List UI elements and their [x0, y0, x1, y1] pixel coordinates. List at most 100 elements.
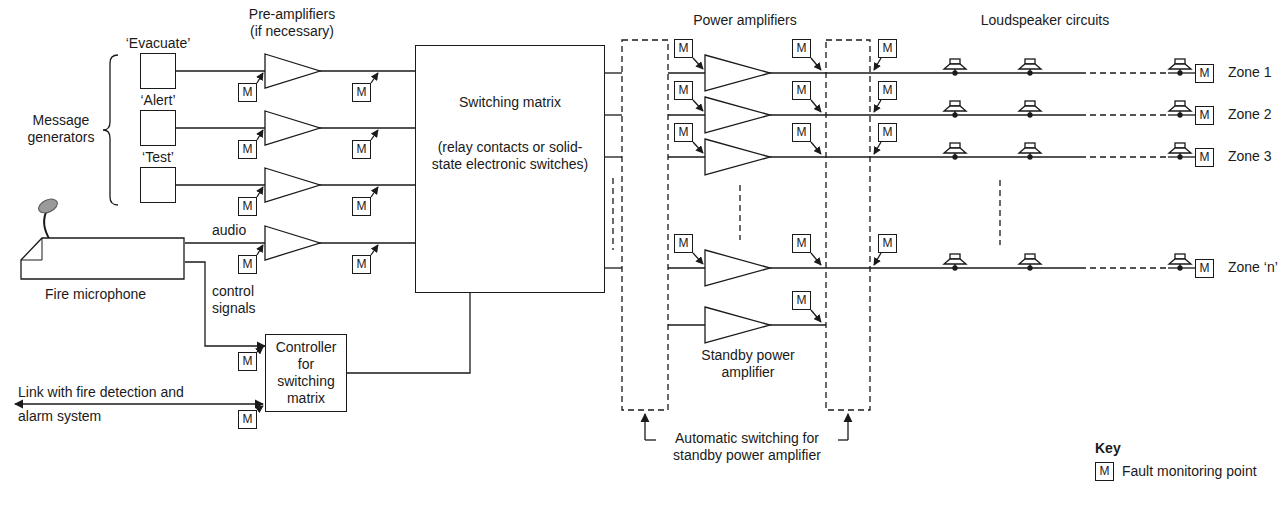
- monitor-box: M: [238, 140, 257, 159]
- preamp-triangle: [265, 168, 320, 202]
- monitor-leader: [371, 187, 378, 197]
- monitor-leader: [257, 73, 263, 83]
- loudspeaker-symbol: [944, 259, 966, 264]
- monitor-leader: [371, 130, 378, 140]
- wire: [605, 267, 622, 268]
- monitor-letter: M: [797, 41, 807, 55]
- node-text: (relay contacts or solid-state electroni…: [426, 139, 594, 173]
- wire: [770, 72, 1080, 73]
- monitor-letter: M: [357, 257, 367, 271]
- monitor-box: M: [352, 140, 371, 159]
- wire: [668, 72, 705, 73]
- dashed-switch-box: [826, 40, 870, 410]
- amplifier-triangle: [705, 307, 770, 343]
- monitor-letter: M: [883, 83, 893, 97]
- loudspeaker-symbol: [950, 59, 960, 64]
- monitor-letter: M: [243, 257, 253, 271]
- label-text: Zone 2: [1228, 106, 1272, 123]
- node-text: ‘Alert’: [140, 92, 175, 109]
- monitor-leader: [257, 130, 263, 140]
- monitor-leader: [811, 310, 821, 322]
- monitor-box: M: [792, 234, 811, 253]
- loudspeaker-symbol: [950, 101, 960, 106]
- label-text: Zone 1: [1228, 64, 1272, 81]
- monitor-letter: M: [357, 142, 367, 156]
- monitor-leader: [811, 100, 821, 112]
- monitor-box: M: [792, 123, 811, 142]
- bracket-tick: [838, 439, 848, 440]
- loudspeaker-symbol: [1169, 64, 1191, 69]
- monitor-leader: [371, 73, 378, 83]
- amplifier-triangle: [705, 55, 770, 91]
- label-text: Automatic switching for standby power am…: [662, 430, 832, 464]
- microphone-base-edge: [21, 260, 42, 261]
- label-text: Standby power amplifier: [693, 347, 803, 381]
- bracket-tick: [645, 439, 656, 440]
- loudspeaker-dot: [953, 113, 957, 117]
- wire-dashed: [1080, 72, 1168, 73]
- node-text: Switching matrix: [459, 94, 561, 111]
- monitor-box: M: [792, 39, 811, 58]
- dashed-switch-box: [622, 40, 668, 410]
- loudspeaker-symbol: [1025, 101, 1035, 106]
- amplifier-triangle: [705, 139, 770, 175]
- monitor-leader: [693, 142, 703, 153]
- link-line: [15, 403, 263, 404]
- loudspeaker-dot: [953, 266, 957, 270]
- monitor-leader: [811, 58, 821, 70]
- monitor-box: M: [238, 255, 257, 274]
- loudspeaker-symbol: [1019, 259, 1041, 264]
- loudspeaker-symbol: [1025, 143, 1035, 148]
- wire: [668, 156, 705, 157]
- monitor-box: M: [238, 410, 257, 429]
- wire: [770, 267, 1080, 268]
- connector: [347, 293, 470, 373]
- loudspeaker-symbol: [1175, 143, 1185, 148]
- monitor-box: M: [238, 352, 257, 371]
- bracket-arrow: [644, 414, 645, 440]
- label-text: Power amplifiers: [680, 12, 810, 29]
- monitor-leader: [874, 142, 881, 154]
- monitor-leader: [693, 253, 703, 264]
- microphone-base: [21, 238, 184, 279]
- monitor-letter: M: [357, 85, 367, 99]
- monitor-leader: [257, 245, 263, 255]
- wire: [668, 324, 705, 325]
- label-text: Zone ‘n’: [1228, 259, 1278, 276]
- monitor-letter: M: [797, 83, 807, 97]
- loudspeaker-symbol: [1025, 254, 1035, 259]
- label-text: Link with fire detection and alarm syste…: [18, 380, 188, 428]
- wire-dashed: [1080, 267, 1168, 268]
- loudspeaker-dot: [1178, 71, 1182, 75]
- label-text: Loudspeaker circuits: [960, 12, 1130, 29]
- monitor-box: M: [674, 81, 693, 100]
- loudspeaker-symbol: [1019, 106, 1041, 111]
- loudspeaker-dot: [1028, 266, 1032, 270]
- monitor-leader: [257, 187, 263, 197]
- loudspeaker-dot: [1178, 266, 1182, 270]
- monitor-box: M: [674, 123, 693, 142]
- monitor-leader: [874, 100, 881, 112]
- loudspeaker-symbol: [1019, 64, 1041, 69]
- label-text: (if necessary): [232, 23, 352, 40]
- monitor-letter: M: [1200, 108, 1210, 122]
- monitor-box: M: [1195, 259, 1214, 278]
- amplifier-triangle: [705, 250, 770, 286]
- monitor-letter: M: [243, 412, 253, 426]
- monitor-leader: [811, 253, 821, 265]
- monitor-letter: M: [797, 293, 807, 307]
- monitor-box: M: [1195, 106, 1214, 125]
- monitor-box: M: [352, 197, 371, 216]
- wire-dashed: [1080, 114, 1168, 115]
- preamp-triangle: [265, 111, 320, 145]
- loudspeaker-symbol: [1175, 59, 1185, 64]
- monitor-box: M: [878, 234, 897, 253]
- monitor-letter: M: [679, 236, 689, 250]
- wire: [605, 156, 622, 157]
- microphone-drawing: [20, 200, 185, 280]
- monitor-letter: M: [243, 199, 253, 213]
- label-text: Pre-amplifiers: [232, 6, 352, 23]
- message-generator-box: ‘Alert’: [140, 110, 176, 146]
